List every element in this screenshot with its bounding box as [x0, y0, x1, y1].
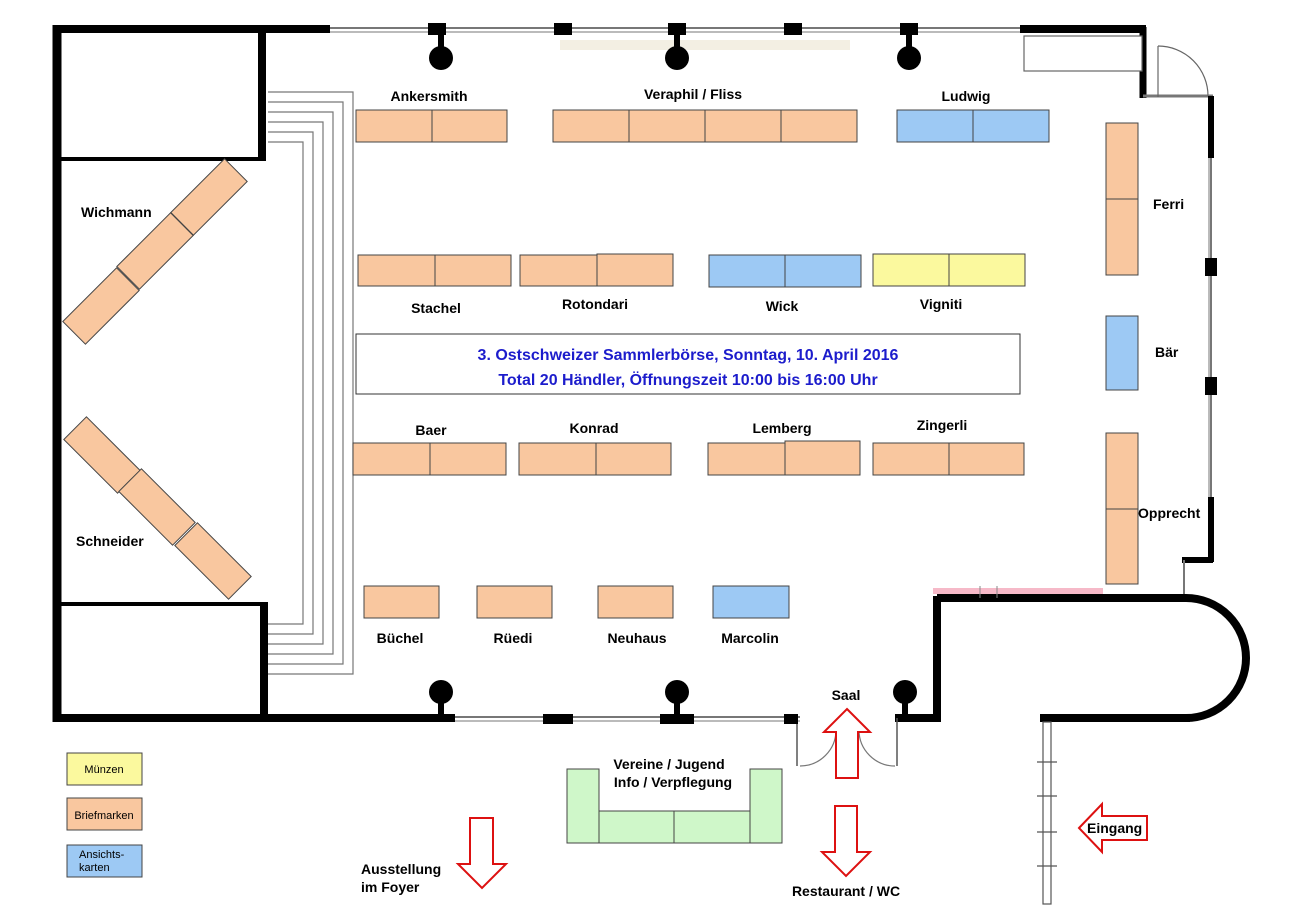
- table-rotondari-2: [596, 253, 674, 287]
- legend-label-ansichtskarten-1: Ansichts-: [79, 849, 125, 861]
- label-schneider: Schneider: [76, 533, 144, 549]
- title-box: [355, 333, 1021, 395]
- table-konrad-1: [518, 442, 597, 476]
- table-baer-1: [352, 442, 431, 476]
- table-opprecht-1: [1105, 432, 1139, 510]
- table-wichmann-2: [116, 212, 194, 290]
- label-rueedi: Rüedi: [494, 630, 533, 646]
- legend-swatch-ansichtskarten: [66, 844, 143, 878]
- ausstellung-label-2: im Foyer: [361, 879, 420, 895]
- table-marcolin-1: [712, 585, 790, 619]
- label-opprecht: Opprecht: [1138, 505, 1201, 521]
- table-vigniti-2: [948, 253, 1026, 287]
- table-ferri-2: [1105, 198, 1139, 276]
- table-schneider-3: [174, 522, 252, 600]
- table-veraphil-1: [552, 109, 630, 143]
- wall-pillars: [428, 23, 1217, 724]
- eingang-label: Eingang: [1087, 820, 1142, 836]
- table-ludwig-2: [972, 109, 1050, 143]
- table-rueedi-1: [476, 585, 553, 619]
- legend-label-ansichtskarten-2: karten: [79, 862, 110, 874]
- door-top-right: [1023, 35, 1209, 97]
- dealer-tables: [62, 109, 1139, 619]
- label-neuhaus: Neuhaus: [607, 630, 666, 646]
- label-veraphil: Veraphil / Fliss: [644, 86, 742, 102]
- table-veraphil-2: [628, 109, 706, 143]
- restaurant-label: Restaurant / WC: [792, 883, 900, 899]
- table-lemberg-1: [707, 442, 786, 476]
- label-vigniti: Vigniti: [920, 296, 963, 312]
- table-veraphil-4: [780, 109, 858, 143]
- table-vigniti-1: [872, 253, 950, 287]
- table-schneider-2: [118, 468, 196, 546]
- label-ludwig: Ludwig: [942, 88, 991, 104]
- label-stachel: Stachel: [411, 300, 461, 316]
- walls: [52, 25, 1250, 766]
- arrows: [455, 707, 1148, 890]
- eingang-arrow-icon: [1077, 801, 1148, 855]
- label-baer-small: Bär: [1155, 344, 1179, 360]
- title-line-1: 3. Ostschweizer Sammlerbörse, Sonntag, 1…: [478, 347, 899, 364]
- table-ludwig-1: [896, 109, 974, 143]
- table-wichmann-3: [62, 267, 140, 345]
- table-wick-1: [708, 254, 786, 288]
- table-buechel-1: [363, 585, 440, 619]
- table-veraphil-3: [704, 109, 782, 143]
- stage-steps: [268, 91, 354, 675]
- vereine-line-1: Vereine / Jugend: [613, 756, 724, 772]
- restaurant-arrow-icon: [819, 805, 873, 878]
- entrance-frame: [1037, 721, 1057, 905]
- legend-label-muenzen: Münzen: [84, 764, 123, 776]
- label-wichmann: Wichmann: [81, 204, 152, 220]
- label-buechel: Büchel: [377, 630, 424, 646]
- table-konrad-2: [595, 442, 672, 476]
- title-line-2: Total 20 Händler, Öffnungszeit 10:00 bis…: [498, 370, 877, 389]
- table-opprecht-2: [1105, 508, 1139, 585]
- table-ankersmith-1: [355, 109, 433, 143]
- table-ankersmith-2: [431, 109, 508, 143]
- label-lemberg: Lemberg: [752, 420, 811, 436]
- table-neuhaus-1: [597, 585, 674, 619]
- table-zingerli-1: [872, 442, 950, 476]
- saal-label: Saal: [832, 687, 861, 703]
- label-ankersmith: Ankersmith: [390, 88, 467, 104]
- legend-swatch-muenzen: [66, 752, 143, 786]
- label-baer: Baer: [415, 422, 447, 438]
- table-baer-2: [429, 442, 507, 476]
- vereine-line-2: Info / Verpflegung: [614, 774, 732, 790]
- label-wick: Wick: [766, 298, 799, 314]
- columns: [429, 33, 921, 718]
- table-ferri-1: [1105, 122, 1139, 200]
- legend-swatch-briefmarken: [66, 797, 143, 831]
- table-rotondari-1: [519, 254, 598, 287]
- table-baer_small-1: [1105, 315, 1139, 391]
- table-wick-2: [784, 254, 862, 288]
- ausstellung-arrow-icon: [455, 817, 509, 890]
- label-zingerli: Zingerli: [917, 417, 968, 433]
- lobby-glass: [933, 586, 1103, 598]
- table-zingerli-2: [948, 442, 1025, 476]
- table-wichmann-1: [170, 158, 248, 236]
- legend-label-briefmarken: Briefmarken: [74, 810, 133, 822]
- label-marcolin: Marcolin: [721, 630, 779, 646]
- label-ferri: Ferri: [1153, 196, 1184, 212]
- ausstellung-label-1: Ausstellung: [361, 861, 441, 877]
- label-rotondari: Rotondari: [562, 296, 628, 312]
- saal-arrow-icon: [821, 707, 873, 779]
- table-lemberg-2: [784, 440, 861, 476]
- top-window-sill: [560, 40, 850, 50]
- legend: Münzen Briefmarken Ansichts- karten: [66, 752, 143, 878]
- vereine-booth: [566, 768, 783, 844]
- table-stachel-1: [357, 254, 436, 287]
- table-stachel-2: [434, 254, 512, 287]
- label-konrad: Konrad: [570, 420, 619, 436]
